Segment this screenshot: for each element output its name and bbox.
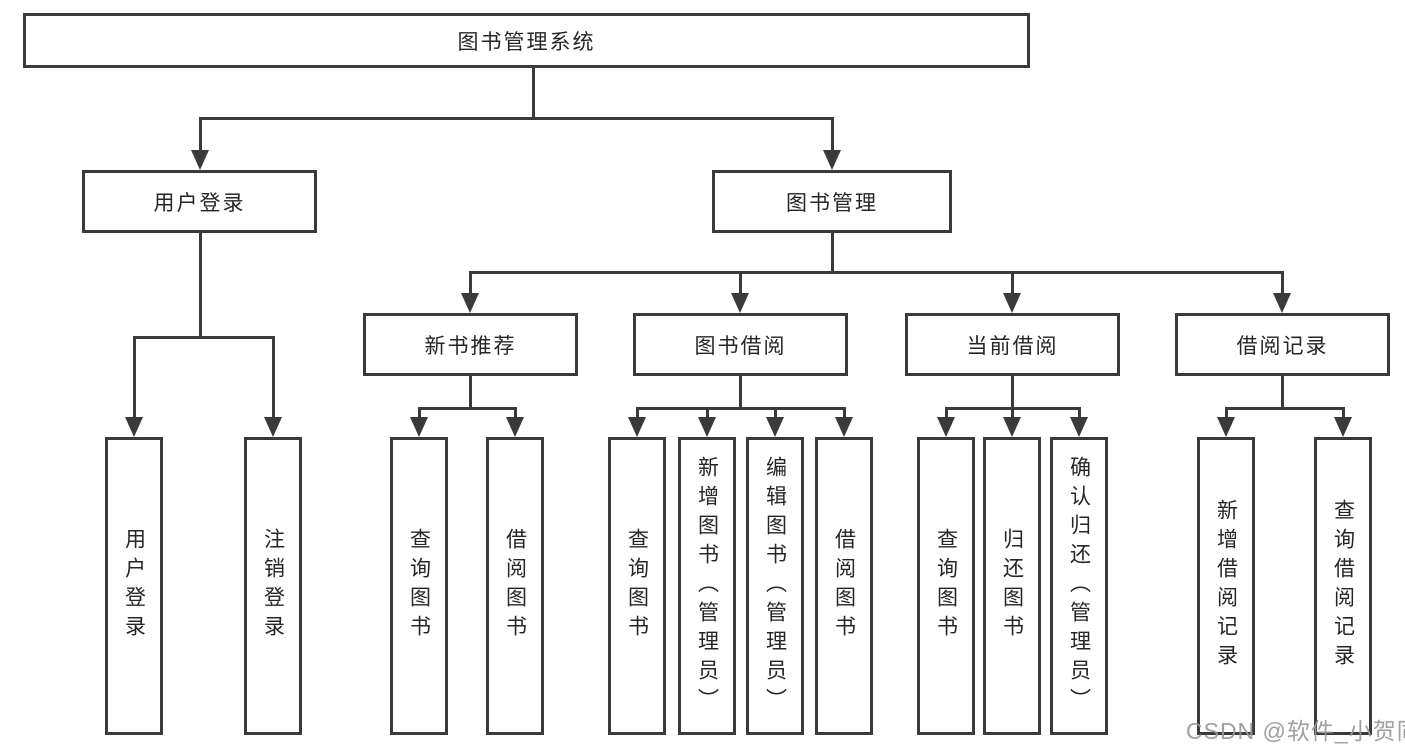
leaf-label: 编辑图书（管理员） xyxy=(763,455,787,717)
connector-line xyxy=(1011,374,1014,409)
node-borrowing-records: 借阅记录 xyxy=(1175,313,1390,376)
connector-line xyxy=(1225,407,1228,419)
node-book-borrowing: 图书借阅 xyxy=(633,313,848,376)
connector-line xyxy=(469,271,1283,274)
arrowhead-down-icon xyxy=(823,150,841,170)
node-current-borrowing: 当前借阅 xyxy=(905,313,1120,376)
connector-line xyxy=(514,407,517,419)
leaf-query-books-recommend: 查询图书 xyxy=(390,437,448,735)
leaf-label: 新增借阅记录 xyxy=(1214,499,1238,673)
arrowhead-down-icon xyxy=(264,417,282,437)
connector-line xyxy=(1011,271,1014,296)
node-book-management: 图书管理 xyxy=(712,170,952,233)
node-new-book-recommendation: 新书推荐 xyxy=(363,313,578,376)
connector-line xyxy=(1281,374,1284,409)
connector-line xyxy=(469,374,472,409)
connector-line xyxy=(199,231,202,338)
connector-line xyxy=(133,336,275,339)
connector-line xyxy=(831,117,834,153)
connector-line xyxy=(774,407,777,419)
arrowhead-down-icon xyxy=(506,417,524,437)
arrowhead-down-icon xyxy=(698,417,716,437)
arrowhead-down-icon xyxy=(125,417,143,437)
arrowhead-down-icon xyxy=(1334,417,1352,437)
leaf-label: 注销登录 xyxy=(261,528,285,644)
leaf-label: 查询图书 xyxy=(625,528,649,644)
connector-line xyxy=(1078,407,1081,419)
connector-line xyxy=(418,407,421,419)
node-library-management-system: 图书管理系统 xyxy=(23,13,1030,68)
leaf-borrow-books-borrowing: 借阅图书 xyxy=(815,437,873,735)
connector-line xyxy=(843,407,846,419)
arrowhead-down-icon xyxy=(835,417,853,437)
connector-line xyxy=(272,336,275,421)
arrowhead-down-icon xyxy=(1003,293,1021,313)
watermark: CSDN @软件_小贺同学 xyxy=(1186,718,1405,744)
leaf-label: 借阅图书 xyxy=(832,528,856,644)
leaf-label: 查询借阅记录 xyxy=(1331,499,1355,673)
leaf-query-books-borrowing: 查询图书 xyxy=(608,437,666,735)
leaf-label: 归还图书 xyxy=(1000,528,1024,644)
connector-line xyxy=(636,407,639,419)
arrowhead-down-icon xyxy=(731,293,749,313)
arrowhead-down-icon xyxy=(766,417,784,437)
leaf-confirm-return-admin: 确认归还（管理员） xyxy=(1050,437,1108,735)
connector-line xyxy=(1342,407,1345,419)
connector-line xyxy=(636,407,845,410)
arrowhead-down-icon xyxy=(191,150,209,170)
leaf-user-login: 用户登录 xyxy=(105,437,163,735)
connector-line xyxy=(945,407,948,419)
leaf-return-books: 归还图书 xyxy=(983,437,1041,735)
arrowhead-down-icon xyxy=(410,417,428,437)
connector-line xyxy=(133,336,136,421)
arrowhead-down-icon xyxy=(1273,293,1291,313)
leaf-label: 查询图书 xyxy=(407,528,431,644)
arrowhead-down-icon xyxy=(461,293,479,313)
arrowhead-down-icon xyxy=(1070,417,1088,437)
leaf-query-books-current: 查询图书 xyxy=(917,437,975,735)
connector-line xyxy=(739,271,742,296)
leaf-label: 确认归还（管理员） xyxy=(1067,455,1091,717)
leaf-label: 借阅图书 xyxy=(503,528,527,644)
leaf-borrow-books-recommend: 借阅图书 xyxy=(486,437,544,735)
connector-line xyxy=(1281,271,1284,296)
connector-line xyxy=(199,117,833,120)
connector-line xyxy=(418,407,517,410)
leaf-edit-books-admin: 编辑图书（管理员） xyxy=(746,437,804,735)
connector-line xyxy=(199,117,202,153)
node-user-login: 用户登录 xyxy=(82,170,317,233)
connector-line xyxy=(706,407,709,419)
arrowhead-down-icon xyxy=(1217,417,1235,437)
leaf-label: 查询图书 xyxy=(934,528,958,644)
leaf-label: 新增图书（管理员） xyxy=(695,455,719,717)
arrowhead-down-icon xyxy=(937,417,955,437)
arrowhead-down-icon xyxy=(628,417,646,437)
connector-line xyxy=(1011,407,1014,419)
leaf-logout: 注销登录 xyxy=(244,437,302,735)
connector-line xyxy=(831,231,834,273)
arrowhead-down-icon xyxy=(1003,417,1021,437)
leaf-query-borrow-record: 查询借阅记录 xyxy=(1314,437,1372,735)
leaf-add-borrow-record: 新增借阅记录 xyxy=(1197,437,1255,735)
connector-line xyxy=(1225,407,1345,410)
connector-line xyxy=(469,271,472,296)
connector-line xyxy=(739,374,742,409)
leaf-add-books-admin: 新增图书（管理员） xyxy=(678,437,736,735)
connector-line xyxy=(532,66,535,119)
leaf-label: 用户登录 xyxy=(122,528,146,644)
